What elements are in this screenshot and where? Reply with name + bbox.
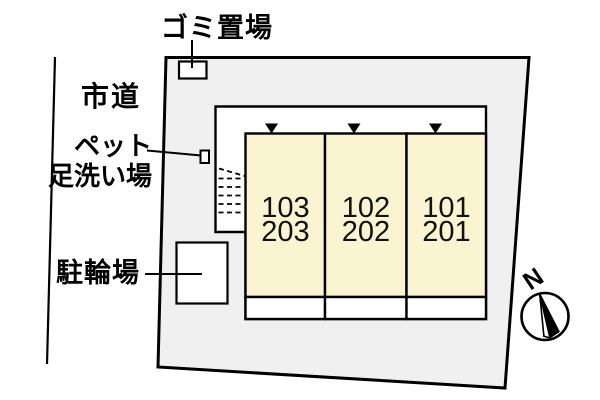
garbage-area-label: ゴミ置場: [161, 13, 273, 43]
compass-needle: [538, 292, 560, 340]
unit-label-103-203: 103 203: [246, 192, 325, 248]
compass-icon: [520, 291, 570, 342]
entrance-marker-triangle-icon: [429, 123, 442, 134]
unit-number-101: 101: [422, 192, 471, 224]
pet-wash-label: ペット 足洗い場: [28, 131, 152, 191]
bicycle-parking-label: 駐輪場: [56, 258, 140, 288]
entry-strip-103: [244, 295, 327, 321]
unit-number-202: 202: [341, 216, 391, 248]
exterior-stairs: [218, 167, 245, 214]
pet-wash-label-line2: 足洗い場: [47, 161, 152, 191]
unit-label-101-201: 101 201: [407, 192, 486, 248]
entry-strip-101: [405, 295, 488, 321]
city-road-label: 市道: [81, 81, 142, 112]
unit-number-203: 203: [261, 216, 310, 248]
unit-label-102-202: 102 202: [325, 192, 407, 248]
entrance-marker-triangle-icon: [265, 123, 278, 134]
unit-number-102: 102: [341, 192, 391, 224]
entrance-marker-triangle-icon: [347, 123, 361, 134]
pet-wash-leader-line: [146, 149, 202, 157]
road-boundary-line: [45, 56, 57, 365]
pet-wash-box: [199, 149, 210, 164]
pet-wash-label-line1: ペット: [73, 131, 152, 161]
entry-strip-102: [323, 295, 408, 321]
unit-number-103: 103: [261, 192, 310, 224]
unit-number-201: 201: [422, 216, 471, 248]
